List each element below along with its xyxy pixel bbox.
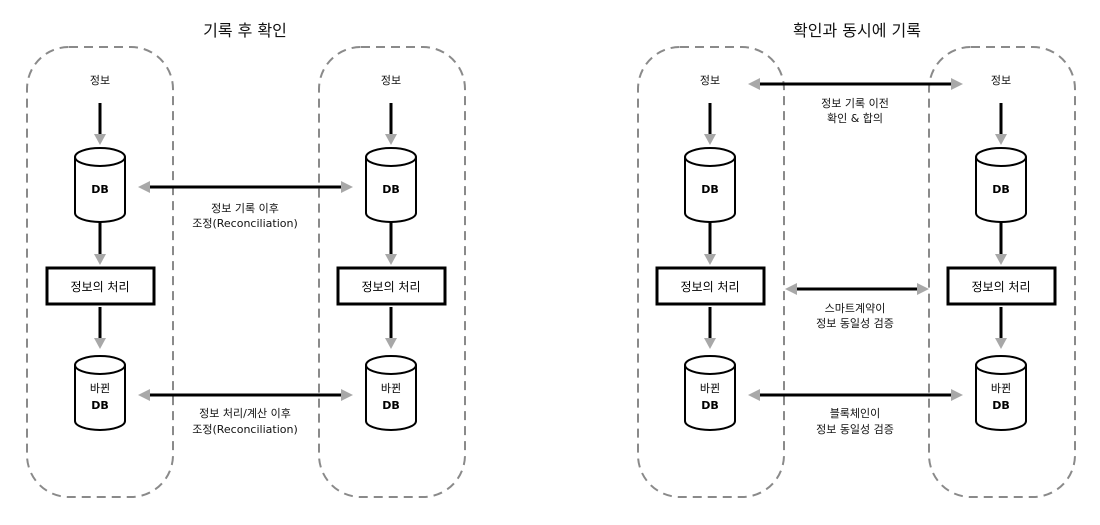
arrowhead [995,134,1007,145]
db-label: DB [382,399,400,412]
reconciliation-connector: 정보 처리/계산 이후 조정(Reconciliation) [138,389,353,436]
party-lane-a [637,46,785,498]
info-label: 정보 [381,74,401,87]
changed-db-label: 바뀐 [90,382,110,395]
db-label: DB [382,183,400,196]
arrowhead [385,254,397,265]
arrowhead [94,338,106,349]
connector-label: 스마트계약이 [825,301,886,315]
party-a-column: 정보 DB 정보의 처리 바뀐 DB [655,74,766,431]
party-lane-b [318,46,466,498]
process-label: 정보의 처리 [70,280,129,294]
info-label: 정보 [90,74,110,87]
connector-label: 조정(Reconciliation) [192,423,298,436]
diagram-title: 기록 후 확인 [203,21,287,40]
connector-label: 정보 기록 이후 [211,202,279,215]
connector-label: 정보 처리/계산 이후 [199,407,291,420]
changed-db-cylinder: 바뀐 DB [975,355,1027,431]
changed-db-cylinder: 바뀐 DB [365,355,417,431]
process-box [336,266,447,306]
db-label: DB [701,183,719,196]
changed-db-label: 바뀐 [991,382,1011,395]
info-label: 정보 [700,74,720,87]
consensus-connector: 정보 기록 이전 확인 & 합의 [748,78,963,125]
changed-db-label: 바뀐 [700,382,720,395]
changed-db-label: 바뀐 [381,382,401,395]
db-cylinder: DB [684,147,736,223]
db-label: DB [91,183,109,196]
arrowhead [704,134,716,145]
process-box [946,266,1057,306]
connector-label: 확인 & 합의 [827,112,883,125]
db-cylinder: DB [365,147,417,223]
connector-label: 정보 동일성 검증 [816,316,894,330]
arrowhead [704,338,716,349]
connector-label: 블록체인이 [830,407,881,420]
arrowhead [385,338,397,349]
diagram-title: 확인과 동시에 기록 [793,21,921,40]
db-cylinder: DB [74,147,126,223]
db-label: DB [701,399,719,412]
smart-contract-connector: 스마트계약이 정보 동일성 검증 [785,283,929,330]
process-box [655,266,766,306]
party-b-column: 정보 DB 정보의 처리 바뀐 DB [336,74,447,431]
diagram-right: 확인과 동시에 기록 정보 DB 정보의 처리 바뀐 DB [637,21,1076,498]
connector-label: 조정(Reconciliation) [192,217,298,230]
arrowhead [385,134,397,145]
blockchain-connector: 블록체인이 정보 동일성 검증 [748,389,963,436]
arrowhead [704,254,716,265]
connector-label: 정보 동일성 검증 [816,422,894,436]
process-label: 정보의 처리 [971,280,1030,294]
party-lane-a [26,46,174,498]
process-label: 정보의 처리 [361,280,420,294]
party-a-column: 정보 DB 정보의 처리 바뀐 DB [45,74,156,431]
db-label: DB [91,399,109,412]
db-label: DB [992,183,1010,196]
process-box [45,266,156,306]
changed-db-cylinder: 바뀐 DB [74,355,126,431]
db-label: DB [992,399,1010,412]
arrowhead [94,254,106,265]
party-lane-b [928,46,1076,498]
arrowhead [94,134,106,145]
diagram-left: 기록 후 확인 정보 DB 정보의 처리 바뀐 DB [26,21,466,498]
arrowhead [995,338,1007,349]
info-label: 정보 [991,74,1011,87]
db-cylinder: DB [975,147,1027,223]
process-label: 정보의 처리 [680,280,739,294]
reconciliation-connector: 정보 기록 이후 조정(Reconciliation) [138,181,353,230]
connector-label: 정보 기록 이전 [821,97,889,110]
changed-db-cylinder: 바뀐 DB [684,355,736,431]
party-b-column: 정보 DB 정보의 처리 바뀐 DB [946,74,1057,431]
arrowhead [995,254,1007,265]
